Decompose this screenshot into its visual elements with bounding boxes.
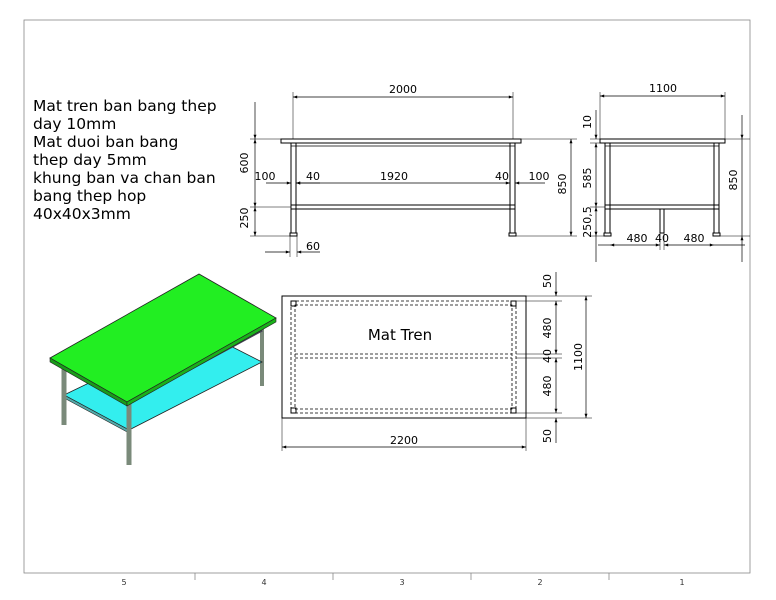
dim-side-width: 1100 xyxy=(649,82,677,95)
table-top xyxy=(280,138,522,144)
dim-overall-width: 2000 xyxy=(389,83,417,96)
dim-side-total-height: 850 xyxy=(727,170,740,191)
dim-lower-height: 250 xyxy=(238,208,251,229)
lower-shelf xyxy=(604,204,720,210)
dim-margin-bottom: 50 xyxy=(541,429,554,443)
leg-section xyxy=(510,407,517,414)
zone-label: 3 xyxy=(399,578,404,587)
foot xyxy=(289,232,298,237)
note-line: day 10mm xyxy=(33,115,116,133)
dim-left-span: 480 xyxy=(627,232,648,245)
leg-section xyxy=(510,300,517,307)
note-line: bang thep hop xyxy=(33,187,146,205)
note-line: 40x40x3mm xyxy=(33,205,131,223)
foot xyxy=(603,232,612,237)
dim-foot-width: 60 xyxy=(306,240,320,253)
dim-center-beam: 40 xyxy=(655,232,669,245)
table-top xyxy=(599,138,726,144)
foot xyxy=(712,232,721,237)
zone-label: 1 xyxy=(679,578,684,587)
note-line: thep day 5mm xyxy=(33,151,147,169)
front-view: 2000 1920 100 40 40 100 600 250 850 60 xyxy=(238,83,577,257)
note-line: Mat tren ban bang thep xyxy=(33,97,217,115)
dim-top-thickness: 10 xyxy=(581,115,594,129)
lower-shelf xyxy=(290,204,516,210)
dim-mid-height: 585 xyxy=(581,168,594,189)
frame-outer-hidden xyxy=(290,300,517,414)
top-view-label: Mat Tren xyxy=(368,326,432,344)
dim-right-overhang: 100 xyxy=(529,170,550,183)
side-view: 1100 10 585 250,5 850 480 40 480 xyxy=(581,82,750,262)
center-beam xyxy=(659,208,665,234)
dim-left-overhang: 100 xyxy=(255,170,276,183)
sheet-border xyxy=(23,19,751,574)
dim-lower-height: 250,5 xyxy=(581,206,594,238)
zone-label: 4 xyxy=(261,578,266,587)
dim-right-span: 480 xyxy=(684,232,705,245)
iso-top-edge-side xyxy=(126,317,277,407)
leg-section xyxy=(290,300,297,307)
frame-inner-hidden xyxy=(294,304,513,410)
top-view: Mat Tren 2200 1100 50 480 40 480 50 xyxy=(281,272,592,451)
leg-section xyxy=(290,407,297,414)
note-line: khung ban va chan ban xyxy=(33,169,216,187)
dim-panel-top: 480 xyxy=(541,318,554,339)
dim-right-post: 40 xyxy=(495,170,509,183)
isometric-view xyxy=(49,273,277,465)
dim-margin-top: 50 xyxy=(541,274,554,288)
dim-panel-bottom: 480 xyxy=(541,376,554,397)
dim-inner-width: 1920 xyxy=(380,170,408,183)
dim-top-length: 2200 xyxy=(390,434,418,447)
dim-top-depth: 1100 xyxy=(572,343,585,371)
top-plate-outline xyxy=(281,295,527,419)
zone-label: 2 xyxy=(537,578,542,587)
material-notes: Mat tren ban bang thep day 10mm Mat duoi… xyxy=(33,97,217,223)
dim-total-height: 850 xyxy=(556,174,569,195)
dim-left-post: 40 xyxy=(306,170,320,183)
zone-label: 5 xyxy=(121,578,126,587)
dim-top-center-beam: 40 xyxy=(541,349,554,363)
dim-upper-height: 600 xyxy=(238,153,251,174)
foot xyxy=(508,232,517,237)
note-line: Mat duoi ban bang xyxy=(33,133,178,151)
